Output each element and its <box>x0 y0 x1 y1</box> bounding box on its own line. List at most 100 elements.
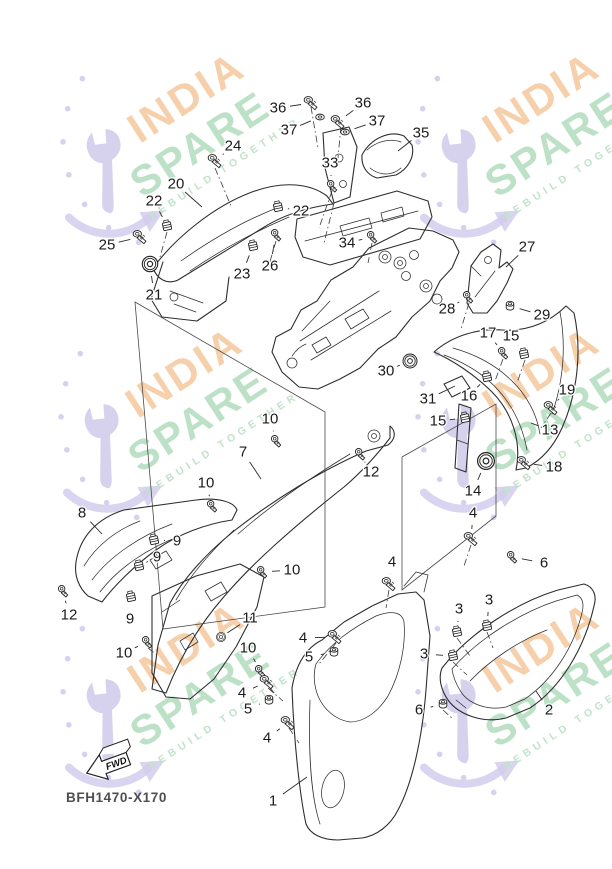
nut-icon <box>329 646 339 657</box>
leader-line <box>505 254 519 268</box>
part-32-panel <box>294 190 433 266</box>
circular-arrow-icon <box>64 763 153 788</box>
watermark-dot <box>64 655 71 662</box>
leader-line <box>249 461 262 480</box>
callout-10: 10 <box>284 562 301 579</box>
leader-line <box>271 244 275 255</box>
leader-line <box>449 418 456 421</box>
callout-25: 25 <box>99 237 116 254</box>
wrench-logo-icon <box>64 679 165 788</box>
callout-1: 1 <box>269 793 277 810</box>
rear-frame <box>271 227 460 390</box>
watermark-dot <box>60 139 66 145</box>
clip-icon <box>272 199 284 213</box>
part-8-cover <box>75 498 238 603</box>
leader-line <box>457 301 460 304</box>
watermark-dot <box>436 476 443 483</box>
washer-icon <box>315 113 325 121</box>
callout-10: 10 <box>198 475 215 492</box>
nut-icon <box>264 694 274 705</box>
callout-15: 15 <box>430 413 447 430</box>
screw-icon <box>206 500 218 513</box>
leader-line <box>519 308 531 313</box>
callout-28: 28 <box>439 301 456 318</box>
clip-icon <box>481 618 493 632</box>
part-7-blade <box>151 425 395 694</box>
clip-icon <box>148 532 160 546</box>
watermark-dot <box>434 75 441 82</box>
leader-line <box>364 461 366 463</box>
screw-icon <box>462 291 474 304</box>
bracket-hole <box>339 180 347 188</box>
bolt-icon <box>330 115 345 130</box>
clip-icon <box>125 589 137 603</box>
part-27-detail <box>470 265 496 298</box>
leader-line <box>289 104 302 107</box>
watermark-dot <box>66 172 72 178</box>
circular-arrow-icon <box>419 213 508 238</box>
callout-11: 11 <box>242 610 258 627</box>
watermark-dot <box>421 172 427 178</box>
wrench-logo-icon <box>419 404 520 513</box>
screw-icon <box>366 231 378 244</box>
leader-line <box>184 191 203 208</box>
leader-line <box>64 600 67 604</box>
lower-bracket <box>151 563 265 700</box>
callout-6: 6 <box>540 555 548 572</box>
part-1-panel <box>291 591 431 841</box>
callout-16: 16 <box>461 388 478 405</box>
watermark-dot <box>62 380 69 387</box>
part-32-detail <box>304 206 419 242</box>
leader-line <box>358 238 363 241</box>
wrench-icon <box>84 404 119 489</box>
grommet-icon <box>216 632 226 642</box>
watermark-dot <box>79 476 86 483</box>
callout-4: 4 <box>299 630 307 647</box>
rear-frame-detail <box>286 250 443 369</box>
watermark-dot <box>436 751 443 758</box>
callout-13: 13 <box>542 422 559 439</box>
part-8-detail <box>83 520 181 593</box>
fwd-arrow: FWD <box>85 738 132 781</box>
screw-icon <box>506 551 518 564</box>
callout-27: 27 <box>519 239 536 256</box>
wrench-logo-icon <box>419 679 520 788</box>
grommet-icon <box>141 255 159 273</box>
wrench-icon <box>441 404 476 489</box>
callout-36: 36 <box>270 100 287 117</box>
circular-arrow-icon <box>62 488 151 513</box>
lower-bracket-detail <box>161 581 228 651</box>
circular-arrow-icon <box>419 763 508 788</box>
leader-line <box>208 494 210 497</box>
part-1-opening <box>313 612 405 723</box>
leader-line <box>535 690 543 701</box>
callout-15: 15 <box>503 328 520 345</box>
watermark-dot <box>415 414 421 420</box>
leader-line <box>533 463 543 466</box>
leader-line <box>299 120 311 126</box>
part-20-bracket <box>150 261 230 322</box>
bolt-icon <box>463 532 478 547</box>
arrowhead-icon <box>494 210 520 232</box>
callout-14: 14 <box>465 483 482 500</box>
callout-26: 26 <box>262 258 279 275</box>
watermark-dot <box>415 689 421 695</box>
part-2-detail <box>455 629 548 709</box>
callout-23: 23 <box>234 266 251 283</box>
part-2-cover <box>439 583 596 721</box>
callout-12: 12 <box>363 464 380 481</box>
leader-line <box>118 238 131 243</box>
leader-line <box>354 124 366 130</box>
leader-line <box>320 653 325 656</box>
arrowhead-icon <box>139 760 165 782</box>
clip-icon <box>518 346 530 360</box>
callout-6: 6 <box>415 702 423 719</box>
part-code: BFH1470-X170 <box>66 790 168 805</box>
leader-line <box>494 342 498 346</box>
screw-icon <box>326 180 338 193</box>
watermark-dot <box>434 625 441 632</box>
